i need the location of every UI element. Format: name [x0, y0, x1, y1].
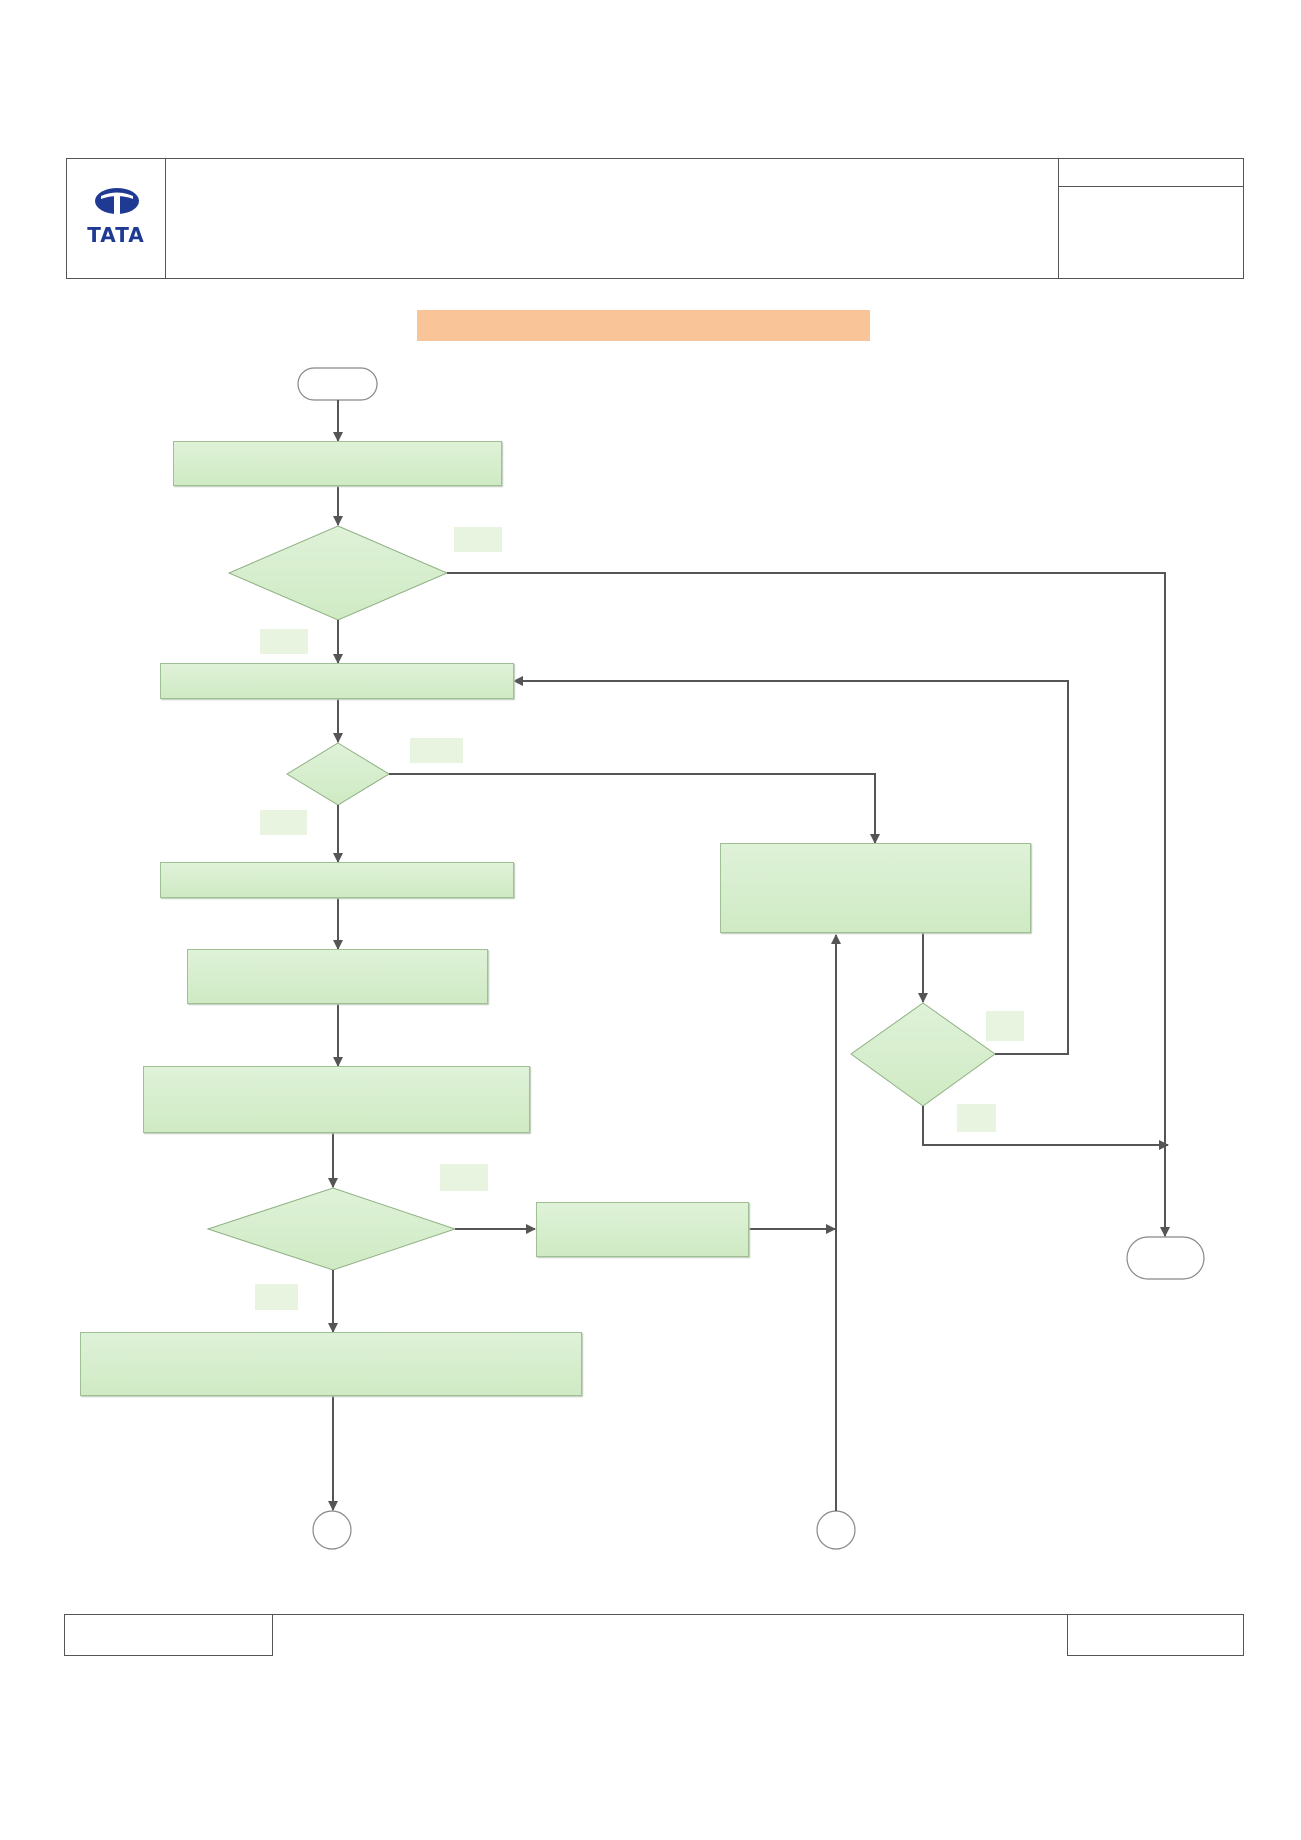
process-box-1: [173, 441, 502, 486]
process-box-3: [160, 862, 514, 898]
decision-3: [206, 1187, 457, 1271]
decision-4: [850, 1002, 996, 1107]
process-box-right: [720, 843, 1031, 933]
branch-label-tag: [440, 1164, 488, 1191]
edge-decision1-to-end: [447, 572, 1170, 1237]
process-box-5: [143, 1066, 530, 1133]
branch-label-tag: [986, 1011, 1024, 1041]
edge-decision2-to-process-right: [389, 773, 880, 844]
footer-right-cell: [1067, 1614, 1244, 1656]
edge-decision4-loop-to-process2: [513, 676, 1069, 1055]
start-terminator: [297, 367, 378, 401]
tata-logo-icon: [92, 187, 142, 217]
diagram-title-bar: [417, 310, 870, 341]
footer-center-cell: [273, 1614, 1067, 1656]
edge-decision4-to-end-line: [922, 1106, 1169, 1150]
decision-1: [227, 525, 449, 621]
branch-label-tag: [260, 629, 308, 654]
logo-text: TATA: [87, 223, 145, 247]
footer-left-cell: [64, 1614, 273, 1656]
process-box-6: [80, 1332, 582, 1396]
logo-cell: TATA: [66, 158, 166, 279]
branch-label-tag: [410, 738, 463, 763]
process-box-2: [160, 663, 514, 699]
decision-2: [286, 742, 390, 806]
branch-label-tag: [454, 527, 502, 552]
connector-circle-left: [312, 1510, 352, 1550]
process-box-side: [536, 1202, 749, 1257]
header-title-cell: [165, 158, 1059, 279]
process-box-4: [187, 949, 488, 1004]
end-terminator: [1126, 1236, 1205, 1280]
branch-label-tag: [957, 1104, 996, 1132]
connector-circle-right: [816, 1510, 856, 1550]
branch-label-tag: [255, 1284, 298, 1310]
branch-label-tag: [260, 810, 307, 835]
header-rev-cell: [1058, 186, 1244, 279]
